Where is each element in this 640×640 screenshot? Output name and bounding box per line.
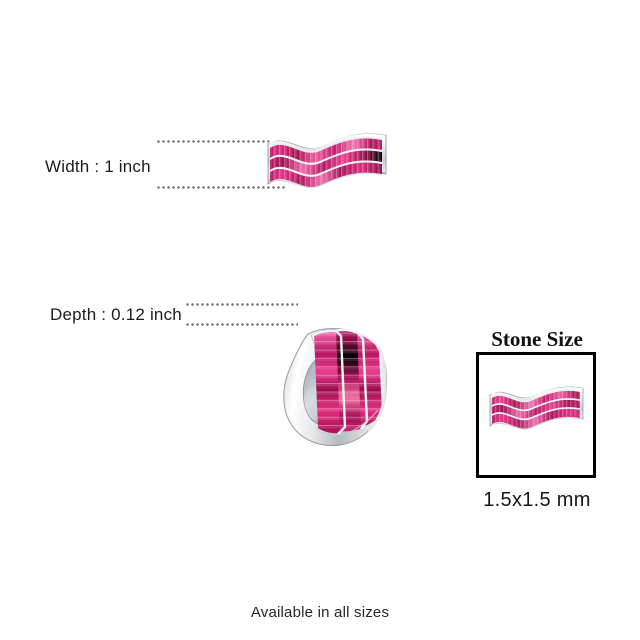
ring-front-view-image (264, 126, 392, 206)
ring-stone-detail-image (487, 381, 587, 445)
width-measurement-label: Width : 1 inch (45, 157, 151, 176)
width-leader-line-bottom (157, 186, 285, 189)
width-leader-line-top (157, 140, 285, 143)
depth-leader-line-bottom (186, 323, 298, 326)
stone-size-value: 1.5x1.5 mm (483, 489, 591, 511)
ring-angled-view-image (278, 300, 398, 450)
depth-measurement-label: Depth : 0.12 inch (50, 305, 182, 324)
stone-size-title: Stone Size (491, 327, 583, 351)
availability-note: Available in all sizes (250, 604, 390, 621)
depth-leader-line-top (186, 303, 298, 306)
